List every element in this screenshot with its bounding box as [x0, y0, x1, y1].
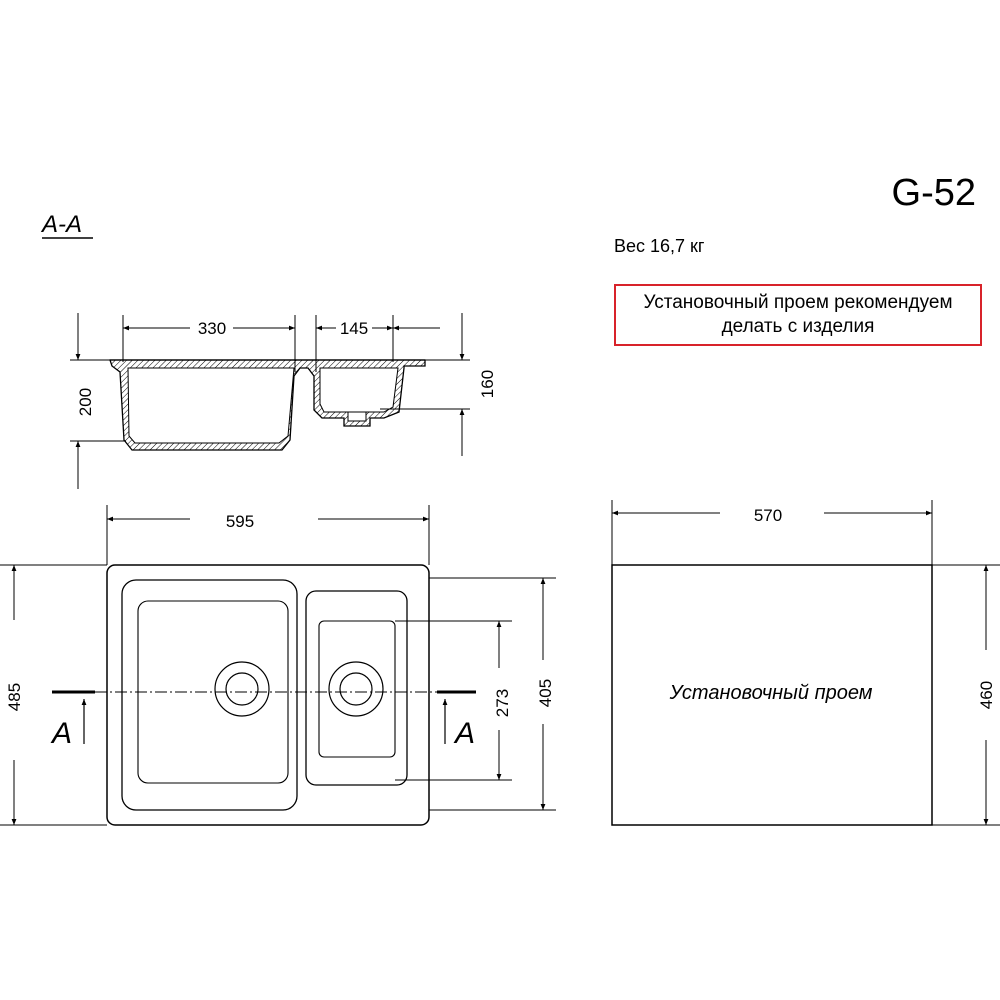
dim-145: 145 [340, 319, 368, 338]
small-bowl-rim [305, 590, 408, 786]
model-title: G-52 [892, 172, 976, 214]
plan-view: 595 А А 485 273 [0, 505, 556, 826]
dim-160: 160 [478, 370, 497, 398]
section-title: А-А [40, 211, 82, 238]
cutout-view: 570 Установочный проем 460 [611, 500, 1000, 826]
dim-460: 460 [977, 681, 996, 709]
small-bowl-inner [318, 620, 396, 758]
sink-outline [106, 564, 430, 826]
dim-405: 405 [536, 679, 555, 707]
dim-485: 485 [5, 683, 24, 711]
weight-label: Вес 16,7 кг [614, 236, 705, 256]
small-bowl-drain-icon [328, 661, 384, 717]
dim-273: 273 [493, 689, 512, 717]
cutout-label: Установочный проем [669, 682, 873, 704]
dim-330: 330 [198, 319, 226, 338]
dim-595: 595 [226, 512, 254, 531]
large-bowl-drain-icon [214, 661, 270, 717]
installation-note: Установочный проем рекомендуем делать с … [614, 284, 982, 346]
dim-200: 200 [76, 388, 95, 416]
cut-marker-left: А [50, 717, 72, 750]
cut-marker-right: А [453, 717, 475, 750]
dim-570: 570 [754, 506, 782, 525]
cutout-rect [611, 564, 933, 826]
section-view: 330 145 200 160 [70, 313, 497, 489]
large-bowl-rim [121, 579, 298, 811]
